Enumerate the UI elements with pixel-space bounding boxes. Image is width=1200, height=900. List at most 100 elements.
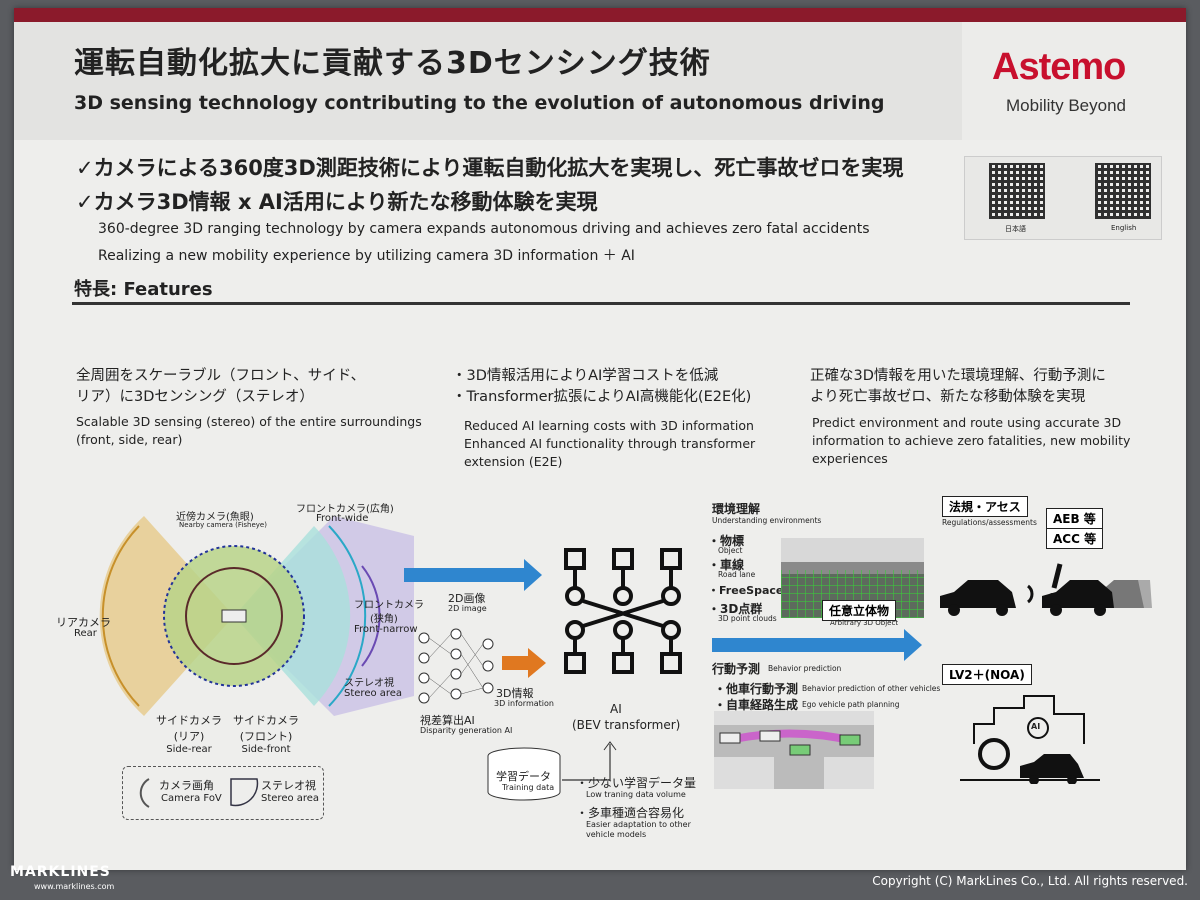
training-data-jp: 学習データ xyxy=(496,770,551,783)
side-ring xyxy=(185,567,283,665)
env-jp: 環境理解 xyxy=(712,502,761,516)
side-rear-label: サイドカメラ (リア) Side-rear xyxy=(154,712,224,755)
top-stripe xyxy=(14,8,1186,22)
column-3-en-line: information to achieve zero fatalities, … xyxy=(812,433,1131,448)
benefit-2-en2: vehicle models xyxy=(586,830,647,839)
stereo-boundary xyxy=(163,545,305,687)
logo-name: Astemo xyxy=(992,46,1126,88)
side-rear-jp1: サイドカメラ xyxy=(156,714,222,727)
column-1-jp: 全周囲をスケーラブル（フロント、サイド、 リア）に3Dセンシング（ステレオ） xyxy=(76,366,365,408)
front-narrow-arc xyxy=(361,565,381,667)
nearby-camera-en: Nearby camera (Fisheye) xyxy=(179,521,267,529)
column-2-jp-line: ・3D情報活用によりAI学習コストを低減 xyxy=(452,368,719,384)
column-1-jp-line: 全周囲をスケーラブル（フロント、サイド、 xyxy=(76,368,366,384)
column-3-jp: 正確な3D情報を用いた環境理解、行動予測に より死亡事故ゼロ、新たな移動体験を実… xyxy=(810,366,1106,408)
side-front-jp1: サイドカメラ xyxy=(233,714,299,727)
qr-label-english: English xyxy=(1111,224,1137,232)
2d-image-jp: 2D画像 xyxy=(448,592,486,605)
lv2-scene-illustration xyxy=(960,695,1100,784)
3d-info-jp: 3D情報 xyxy=(496,687,534,700)
features-title: 特長: Features xyxy=(74,279,213,300)
title-japanese: 運転自動化拡大に貢献する3Dセンシング技術 xyxy=(74,46,711,81)
regulations-jp: 法規・アセス xyxy=(942,496,1028,517)
training-data-en: Training data xyxy=(502,783,555,792)
headline-en-2: Realizing a new mobility experience by u… xyxy=(98,248,635,264)
3d-info-en: 3D information xyxy=(494,699,554,708)
marklines-url: www.marklines.com xyxy=(34,882,115,891)
column-1-en-line: Scalable 3D sensing (stereo) of the enti… xyxy=(76,414,422,429)
training-data-connector xyxy=(487,741,617,801)
legend-fov-en: Camera FoV xyxy=(161,793,222,804)
fov-legend-icon xyxy=(139,778,150,808)
headline-1: ✓カメラによる360度3D測距技術により運転自動化拡大を実現し、死亡事故ゼロを実… xyxy=(76,156,904,180)
ai-label: AI xyxy=(610,702,622,716)
output-arrow xyxy=(712,629,922,661)
behavior-jp: 行動予測 xyxy=(712,662,761,676)
copyright-notice: Copyright (C) MarkLines Co., Ltd. All ri… xyxy=(872,874,1188,888)
legend-fov-jp: カメラ画角 xyxy=(159,779,214,792)
side-front-jp2: (フロント) xyxy=(239,730,293,743)
aeb-badge: AEB 等 xyxy=(1046,508,1103,529)
features-divider xyxy=(72,302,1130,305)
arbitrary-object-jp: 任意立体物 xyxy=(822,600,897,621)
column-3-en-line: experiences xyxy=(812,451,888,466)
qr-code-english[interactable] xyxy=(1095,163,1151,219)
front-narrow-en: Front-narrow xyxy=(354,624,418,635)
qr-code-japanese[interactable] xyxy=(989,163,1045,219)
stereo-legend-icon xyxy=(230,778,259,807)
ego-path-jp: ・自車経路生成 xyxy=(714,698,799,712)
lv2-noa-badge: LV2＋(NOA) xyxy=(942,664,1032,685)
column-3-jp-line: 正確な3D情報を用いた環境理解、行動予測に xyxy=(810,368,1106,384)
marklines-brand: MARKLINES xyxy=(10,864,111,880)
side-front-label: サイドカメラ (フロント) Side-front xyxy=(226,712,306,755)
sensor-coverage-diagram xyxy=(99,516,414,716)
column-2-en-line: extension (E2E) xyxy=(464,454,563,469)
column-1-en-line: (front, side, rear) xyxy=(76,432,183,447)
nearby-camera-jp: 近傍カメラ(魚眼) xyxy=(176,512,254,523)
lane-jp: ・車線 xyxy=(708,558,745,572)
side-rear-jp2: (リア) xyxy=(173,730,205,743)
logo-tagline: Mobility Beyond xyxy=(1006,96,1127,115)
front-narrow-jp2: (狭角) xyxy=(370,614,398,625)
regulations-en: Regulations/assessments xyxy=(942,518,1037,527)
disparity-en: Disparity generation AI xyxy=(420,726,513,735)
front-narrow-jp: フロントカメラ xyxy=(354,600,424,611)
pointcloud-jp: ・3D点群 xyxy=(708,602,763,616)
benefit-2-en1: Easier adaptation to other xyxy=(586,820,691,829)
poster-board: 運転自動化拡大に貢献する3Dセンシング技術 3D sensing technol… xyxy=(14,8,1186,870)
legend-box: カメラ画角 Camera FoV ステレオ視 Stereo area xyxy=(122,766,324,820)
column-1-jp-line: リア）に3Dセンシング（ステレオ） xyxy=(76,389,314,405)
front-wide-en: Front-wide xyxy=(316,513,369,524)
column-3-en: Predict environment and route using accu… xyxy=(812,414,1130,468)
arbitrary-object-en: Arbitrary 3D Object xyxy=(830,619,899,627)
3d-info-arrow xyxy=(502,648,546,678)
column-1-en: Scalable 3D sensing (stereo) of the enti… xyxy=(76,413,422,449)
vehicle-icon xyxy=(221,609,247,623)
column-2-jp-line: ・Transformer拡張によりAI高機能化(E2E化) xyxy=(452,389,752,405)
ego-path-en: Ego vehicle path planning xyxy=(802,700,900,709)
benefit-1-en: Low traning data volume xyxy=(586,790,686,799)
other-vehicle-jp: ・他車行動予測 xyxy=(714,682,799,696)
legend-stereo-en: Stereo area xyxy=(261,793,320,804)
side-front-en: Side-front xyxy=(241,744,291,755)
ai-sub-label: (BEV transformer) xyxy=(572,718,681,732)
object-jp: ・物標 xyxy=(708,534,745,548)
ai-badge-label: AI xyxy=(1031,722,1041,731)
stereo-jp: ステレオ視 xyxy=(344,678,394,689)
object-en: Object xyxy=(718,546,743,555)
title-english: 3D sensing technology contributing to th… xyxy=(74,92,885,114)
headline-en-1: 360-degree 3D ranging technology by came… xyxy=(98,221,870,237)
disparity-jp: 視差算出AI xyxy=(420,714,475,727)
column-3-en-line: Predict environment and route using accu… xyxy=(812,415,1122,430)
side-rear-en: Side-rear xyxy=(166,744,212,755)
rear-arc xyxy=(101,525,140,707)
front-wide-arc xyxy=(328,525,367,707)
column-2-en: Reduced AI learning costs with 3D inform… xyxy=(464,417,755,471)
column-2-jp: ・3D情報活用によりAI学習コストを低減 ・Transformer拡張によりAI… xyxy=(452,366,751,408)
2d-image-en: 2D image xyxy=(448,604,487,613)
benefit-2-jp: ・多車種適合容易化 xyxy=(576,806,685,820)
astemo-logo: Astemo Mobility Beyond xyxy=(962,22,1186,140)
qr-panel: 日本語 English xyxy=(964,156,1162,240)
2d-image-arrow xyxy=(404,559,542,591)
rear-camera-jp: リアカメラ xyxy=(56,616,111,629)
